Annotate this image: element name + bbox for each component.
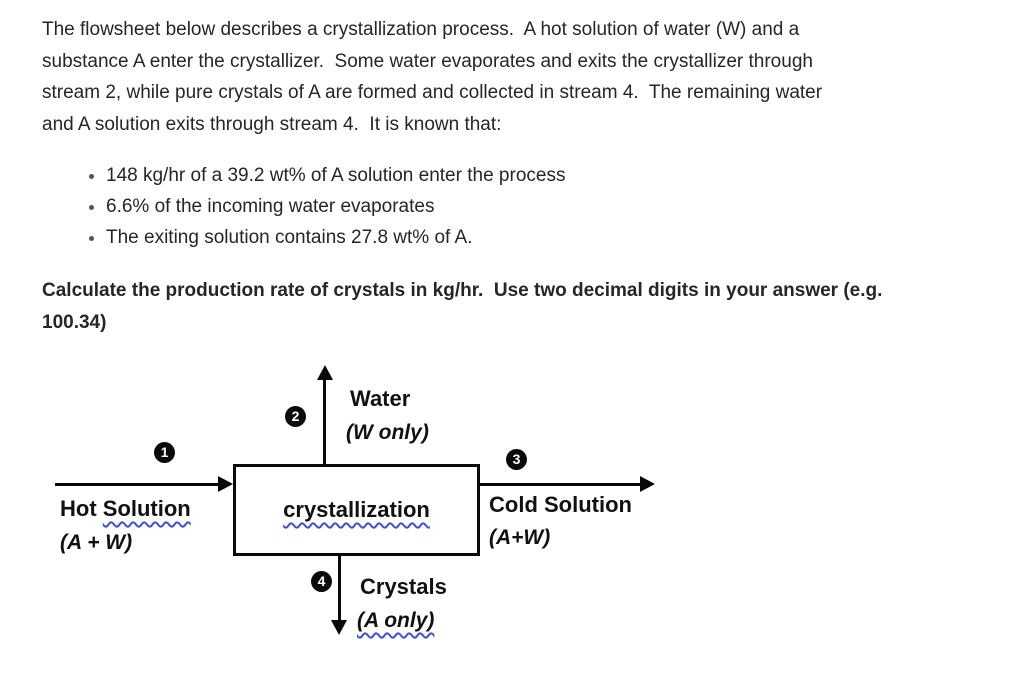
crystallizer-unit-box: crystallization (233, 464, 480, 556)
flowsheet-diagram: 2 Water (W only) 1 Hot Solution (A + W) … (0, 362, 1016, 644)
stream2-number-badge: 2 (285, 406, 306, 427)
list-item: 148 kg/hr of a 39.2 wt% of A solution en… (106, 160, 1016, 191)
list-item: The exiting solution contains 27.8 wt% o… (106, 222, 1016, 253)
stream1-sublabel: (A + W) (60, 531, 133, 554)
crystallizer-unit-label: crystallization (283, 497, 430, 522)
list-item: 6.6% of the incoming water evaporates (106, 191, 1016, 222)
stream3-number-badge: 3 (506, 449, 527, 470)
stream3-label: Cold Solution (489, 492, 632, 517)
stream1-label-word: Solution (102, 496, 191, 521)
stream3-arrow-line (480, 483, 640, 486)
stream4-arrowhead (331, 620, 347, 635)
stream4-label: Crystals (360, 574, 447, 599)
stream4-arrow-line (338, 556, 341, 620)
problem-statement: The flowsheet below describes a crystall… (42, 19, 828, 135)
stream4-sublabel: (A only) (357, 609, 435, 632)
stream2-sublabel: (W only) (346, 421, 429, 444)
stream1-arrow-line (55, 483, 218, 486)
stream1-number-badge: 1 (154, 442, 175, 463)
stream3-arrowhead (640, 476, 655, 492)
stream2-label: Water (350, 386, 411, 411)
stream1-label-prefix: Hot (60, 496, 103, 521)
stream2-arrowhead (317, 365, 333, 380)
stream3-sublabel: (A+W) (489, 526, 551, 549)
stream4-number-badge: 4 (311, 571, 332, 592)
task-statement: Calculate the production rate of crystal… (42, 280, 888, 333)
stream1-arrowhead (218, 476, 233, 492)
stream2-arrow-line (323, 379, 326, 464)
given-data-list: 148 kg/hr of a 39.2 wt% of A solution en… (0, 160, 1016, 253)
stream1-label: Hot Solution (60, 496, 191, 522)
